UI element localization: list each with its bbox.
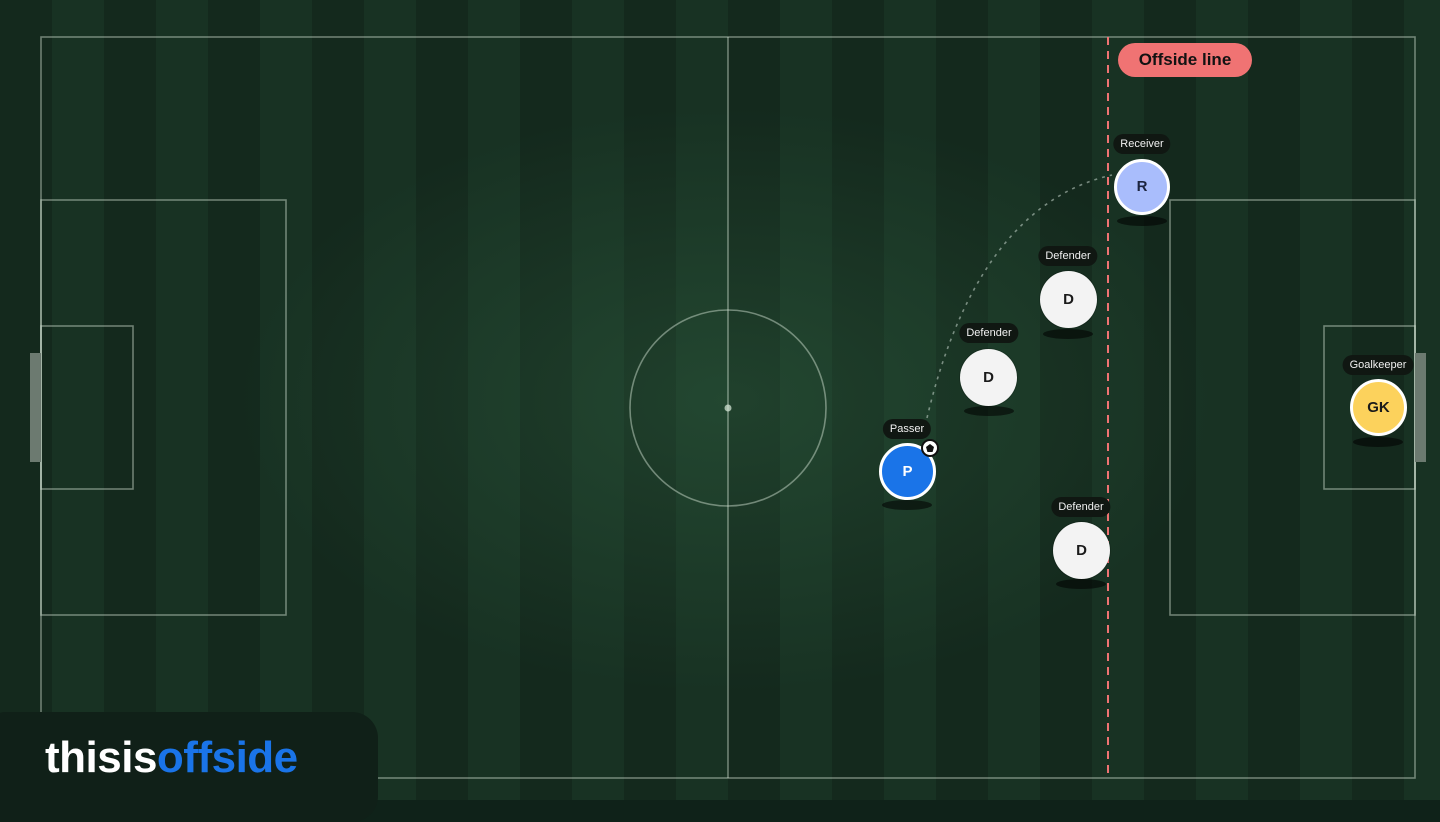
player-tag: Defender	[1038, 246, 1098, 266]
center-spot	[724, 404, 732, 412]
player-tag: Receiver	[1113, 134, 1171, 154]
left-penalty-box	[40, 199, 287, 616]
left-goal	[30, 353, 41, 462]
player-shadow	[964, 406, 1014, 416]
player-tag: Defender	[1051, 497, 1111, 517]
player-shadow	[1353, 437, 1403, 447]
defender-token[interactable]: D	[1053, 522, 1110, 579]
offside-line-label: Offside line	[1118, 43, 1252, 77]
defender-token[interactable]: D	[1040, 271, 1097, 328]
goalkeeper-token[interactable]: GK	[1350, 379, 1407, 436]
player-tag: Goalkeeper	[1342, 355, 1414, 375]
player-tag: Passer	[882, 419, 932, 439]
defender-token[interactable]: D	[960, 349, 1017, 406]
left-six-yard-box	[40, 325, 134, 490]
player-shadow	[1043, 329, 1093, 339]
player-tag: Defender	[959, 323, 1019, 343]
ball-icon	[921, 439, 939, 457]
brand-part-2: offside	[156, 733, 298, 782]
player-shadow	[882, 500, 932, 510]
player-shadow	[1117, 216, 1167, 226]
pitch-markings	[30, 36, 1426, 779]
brand-logo: thisisoffside	[45, 728, 298, 788]
receiver-token[interactable]: R	[1114, 159, 1170, 215]
right-goal	[1415, 353, 1426, 462]
brand-part-1: thisis	[45, 733, 157, 782]
football-pitch	[0, 0, 1440, 800]
center-circle	[629, 309, 827, 507]
pass-trajectory	[926, 174, 1113, 419]
player-shadow	[1056, 579, 1106, 589]
